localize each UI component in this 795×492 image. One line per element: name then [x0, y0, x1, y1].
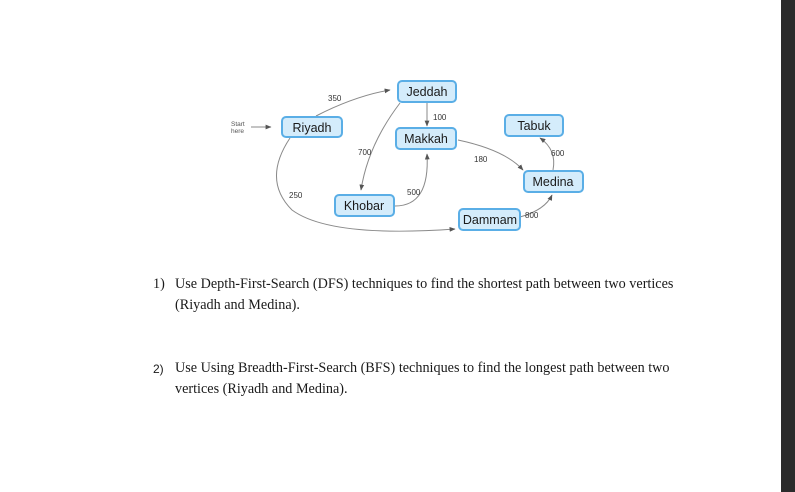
node-makkah-label: Makkah: [404, 132, 448, 146]
question-2-text: Use Using Breadth-First-Search (BFS) tec…: [175, 360, 670, 397]
edge-medina-tabuk: [539, 137, 555, 171]
edge-dammam-medina: [519, 194, 553, 218]
question-1-number: 1): [153, 276, 165, 292]
weight-dammam-medina: 800: [525, 211, 539, 220]
node-jeddah-label: Jeddah: [406, 85, 447, 99]
edge-riyadh-jeddah: [315, 88, 391, 117]
weight-riyadh-dammam: 250: [289, 191, 303, 200]
node-tabuk: Tabuk: [504, 114, 564, 137]
question-2-number: 2): [153, 362, 164, 376]
weight-riyadh-jeddah: 350: [328, 94, 342, 103]
edge-riyadh-dammam: [276, 137, 456, 232]
start-label: Start: [231, 121, 245, 128]
node-tabuk-label: Tabuk: [517, 119, 551, 133]
node-makkah: Makkah: [395, 127, 457, 150]
node-jeddah: Jeddah: [397, 80, 457, 103]
weight-jeddah-khobar: 700: [358, 148, 372, 157]
weight-khobar-makkah: 500: [407, 188, 421, 197]
node-khobar: Khobar: [334, 194, 395, 217]
graph-diagram: Start here 350 100 700 250 500 180 600 8…: [231, 80, 584, 232]
edge-khobar-makkah: [394, 153, 430, 207]
weight-medina-tabuk: 600: [551, 149, 565, 158]
edge-jeddah-khobar: [359, 102, 401, 191]
edge-makkah-medina: [457, 139, 524, 171]
scrollbar[interactable]: [781, 0, 795, 492]
question-1-text: Use Depth-First-Search (DFS) techniques …: [175, 276, 674, 313]
node-khobar-label: Khobar: [344, 199, 384, 213]
node-medina: Medina: [523, 170, 584, 193]
node-dammam: Dammam: [458, 208, 521, 231]
node-riyadh: Riyadh: [281, 116, 343, 138]
weight-makkah-medina: 180: [474, 155, 488, 164]
node-dammam-label: Dammam: [463, 213, 517, 227]
weight-jeddah-makkah: 100: [433, 113, 447, 122]
node-riyadh-label: Riyadh: [293, 121, 332, 135]
start-label-here: here: [231, 128, 244, 135]
node-medina-label: Medina: [533, 175, 574, 189]
